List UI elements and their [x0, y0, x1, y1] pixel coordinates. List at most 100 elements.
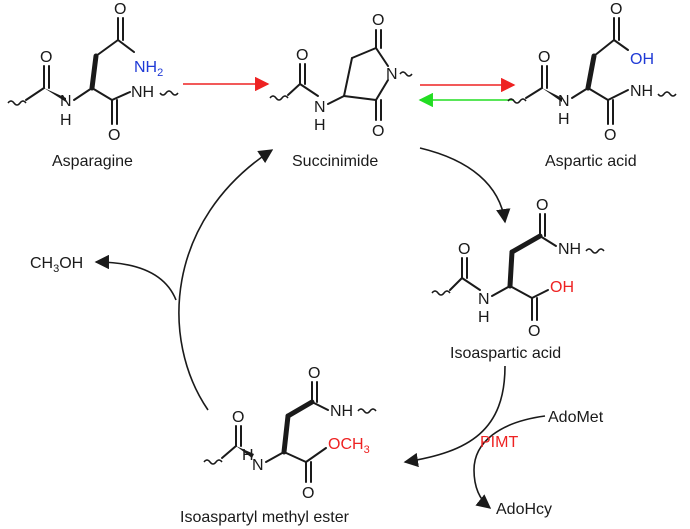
bond — [607, 89, 629, 101]
atom-H: H — [60, 112, 72, 129]
carboxyl-OH-group: OH — [630, 51, 654, 68]
label-asparagine: Asparagine — [52, 153, 133, 170]
wedge-bond — [44, 88, 66, 102]
atom-N: N — [252, 457, 264, 474]
bold-bond — [585, 53, 597, 91]
bold-bond — [509, 233, 543, 255]
atom-N: N — [386, 66, 398, 83]
backbone-wavy-right — [159, 90, 179, 96]
atom-O: O — [40, 49, 52, 66]
bond — [117, 39, 135, 53]
backbone-wavy-left — [7, 100, 27, 106]
atom-O: O — [302, 485, 314, 502]
atom-NH: NH — [330, 403, 353, 420]
backbone-wavy-right — [357, 408, 377, 414]
atom-O: O — [114, 1, 126, 18]
bond — [299, 83, 319, 97]
arrow-methyl-ester-to-succinimide — [178, 149, 274, 411]
bond — [25, 87, 45, 101]
atom-O: O — [108, 127, 120, 144]
bond — [461, 277, 481, 291]
bond — [525, 87, 543, 99]
atom-O: O — [458, 241, 470, 258]
atom-O: O — [604, 127, 616, 144]
backbone-wavy-right — [399, 71, 413, 77]
atom-O: O — [372, 12, 384, 29]
atom-O: O — [372, 123, 384, 140]
arrow-isoaspartic-acid-to-methyl-ester — [403, 365, 506, 468]
methyl-ester-OCH3-group: OCH3 — [328, 436, 370, 456]
label-methanol: CH3OH — [30, 255, 83, 275]
atom-O: O — [538, 49, 550, 66]
atom-NH: NH — [558, 241, 581, 258]
atom-NH: NH — [630, 83, 653, 100]
bold-bond — [285, 399, 315, 419]
bond — [613, 39, 629, 51]
ring-bond — [375, 47, 389, 67]
amide-NH2-group: NH2 — [134, 59, 163, 79]
label-succinimide: Succinimide — [292, 153, 378, 170]
atom-N: N — [558, 93, 570, 110]
ring-bond — [351, 47, 377, 59]
isoaspartic-acid-structure: O N H O NH OH O — [431, 197, 605, 340]
bond — [587, 87, 609, 101]
bond — [449, 277, 463, 291]
label-adohcy: AdoHcy — [496, 501, 552, 518]
bond — [531, 289, 549, 299]
atom-O: O — [308, 365, 320, 382]
backbone-wavy-right — [585, 248, 605, 254]
succinimide-structure: O N H O O N — [269, 12, 413, 140]
arrow-succinimide-to-isoaspartic-acid — [419, 147, 511, 224]
atom-O: O — [536, 197, 548, 214]
bold-bond — [89, 53, 99, 91]
bond — [311, 401, 329, 411]
bond — [283, 451, 307, 463]
arrow-adomet-to-adohcy — [473, 415, 546, 509]
backbone-wavy-right — [657, 91, 677, 97]
atom-H: H — [478, 309, 490, 326]
atom-O: O — [528, 323, 540, 340]
bond — [593, 39, 615, 57]
carboxyl-OH-group: OH — [550, 279, 574, 296]
ring-bond — [343, 95, 377, 101]
atom-H: H — [314, 117, 326, 134]
arrow-methanol-release — [94, 254, 177, 301]
bond — [539, 235, 557, 247]
atom-H: H — [558, 111, 570, 128]
atom-N: N — [314, 99, 326, 116]
bond — [327, 95, 345, 105]
atom-O: O — [610, 1, 622, 18]
bond — [111, 91, 131, 101]
bond — [95, 39, 119, 57]
atom-H: H — [242, 447, 254, 464]
bond — [221, 445, 237, 459]
aspartic-acid-structure: O N H O OH O NH — [507, 1, 677, 144]
bond — [491, 285, 511, 297]
backbone-wavy-left — [431, 290, 451, 296]
label-adomet: AdoMet — [548, 409, 604, 426]
bond — [571, 87, 589, 99]
label-aspartic-acid: Aspartic acid — [545, 153, 637, 170]
label-pimt-enzyme: PIMT — [480, 434, 518, 451]
bond — [73, 87, 93, 101]
bond — [509, 285, 533, 299]
backbone-wavy-left — [203, 459, 223, 465]
label-isoaspartic-acid: Isoaspartic acid — [450, 345, 561, 362]
ring-bond — [375, 79, 389, 101]
isoaspartyl-methyl-ester-structure: O N H O NH OCH3 O — [203, 365, 377, 502]
atom-O: O — [232, 409, 244, 426]
bond — [305, 447, 327, 463]
backbone-wavy-left — [269, 95, 289, 101]
bond — [265, 451, 285, 463]
atom-N: N — [478, 291, 490, 308]
bond — [287, 83, 301, 96]
atom-O: O — [296, 47, 308, 64]
asparagine-structure: O N H O NH2 O NH — [7, 1, 179, 144]
ring-bond — [343, 57, 353, 97]
bond — [91, 87, 113, 101]
bold-bond — [507, 249, 515, 289]
backbone-wavy-left — [507, 98, 527, 104]
label-isoaspartyl-methyl-ester: Isoaspartyl methyl ester — [180, 509, 350, 526]
wedge-bond — [236, 446, 254, 458]
